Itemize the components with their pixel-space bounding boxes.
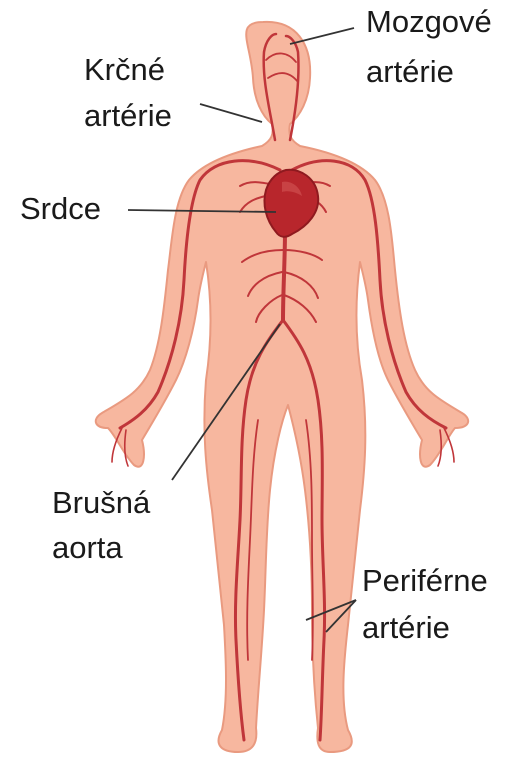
- label-peripheral-arteries-line1: Periférne: [362, 563, 488, 599]
- label-carotid-arteries-line1: Krčné: [84, 52, 165, 88]
- label-abdominal-aorta-line2: aorta: [52, 530, 123, 566]
- label-carotid-arteries-line2: artérie: [84, 98, 172, 134]
- label-brain-arteries-line1: Mozgové: [366, 4, 492, 40]
- leader-carotid: [200, 104, 262, 122]
- label-abdominal-aorta-line1: Brušná: [52, 485, 150, 521]
- label-brain-arteries-line2: artérie: [366, 54, 454, 90]
- descending-aorta: [283, 230, 285, 320]
- label-peripheral-arteries-line2: artérie: [362, 610, 450, 646]
- label-heart: Srdce: [20, 191, 101, 227]
